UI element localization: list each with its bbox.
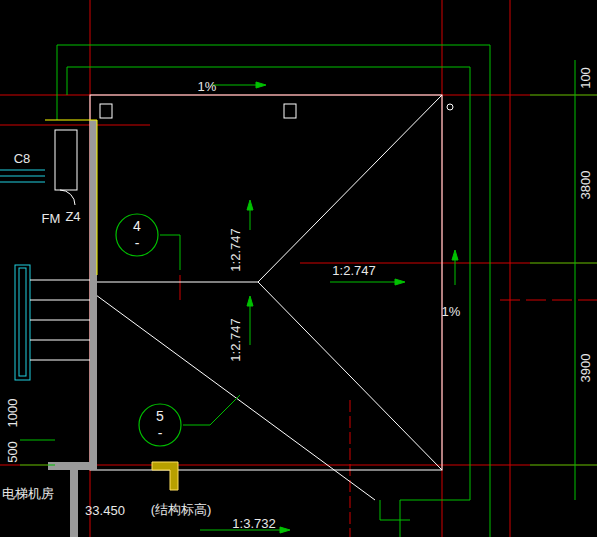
label-text: C8 (14, 152, 31, 165)
label-text: 电梯机房 (2, 487, 54, 500)
callout-text: 5 (138, 408, 182, 425)
label-text: (结构标高) (151, 503, 212, 516)
dimension-label: Z4 (65, 207, 80, 225)
walls (45, 120, 178, 537)
circle-stroke (139, 404, 181, 446)
stair-treads (30, 130, 90, 360)
roof-outline (90, 95, 453, 500)
label-text: 1% (442, 305, 461, 318)
parapet-lines (57, 45, 597, 537)
label-text: 1% (198, 80, 217, 93)
label-text: FM (42, 212, 61, 225)
dimension-label: 1% (198, 77, 217, 95)
dimension-label: C8 (14, 149, 31, 167)
label-text: 1000 (6, 399, 19, 428)
callout-text: - (138, 425, 182, 442)
label-text: 1:2.747 (229, 228, 242, 271)
stair-lines (0, 170, 45, 380)
slope-arrows (20, 82, 458, 533)
dimension-label: FM (42, 209, 61, 227)
circle-stroke (116, 214, 158, 256)
label-text: 3800 (579, 171, 592, 200)
dimension-label: 1:2.747 (226, 318, 244, 361)
dimension-label: 100 (576, 67, 594, 89)
dimension-label: (结构标高) (151, 500, 212, 518)
dimension-label: 1000 (3, 399, 21, 428)
callout-circle: 4- (115, 213, 159, 257)
label-text: 1:2.747 (332, 264, 375, 277)
label-text: 1:3.732 (232, 517, 275, 530)
callout-text: - (115, 235, 159, 252)
dimension-label: 3900 (576, 354, 594, 383)
dimension-label: 1% (442, 302, 461, 320)
callout-circle: 5- (138, 403, 182, 447)
label-text: 33.450 (85, 504, 125, 517)
dimension-label: 500 (3, 441, 21, 463)
callout-text: 4 (115, 218, 159, 235)
dimension-label: 1:3.732 (232, 514, 275, 532)
dimension-label: 电梯机房 (2, 484, 54, 502)
label-text: Z4 (65, 210, 80, 223)
dimension-label: 1:2.747 (226, 228, 244, 271)
label-text: 1:2.747 (229, 318, 242, 361)
dimension-label: 33.450 (85, 501, 125, 519)
label-text: 500 (6, 441, 19, 463)
dimension-label: 3800 (576, 171, 594, 200)
dimension-label: 1:2.747 (332, 261, 375, 279)
label-text: 3900 (579, 354, 592, 383)
label-text: 100 (579, 67, 592, 89)
